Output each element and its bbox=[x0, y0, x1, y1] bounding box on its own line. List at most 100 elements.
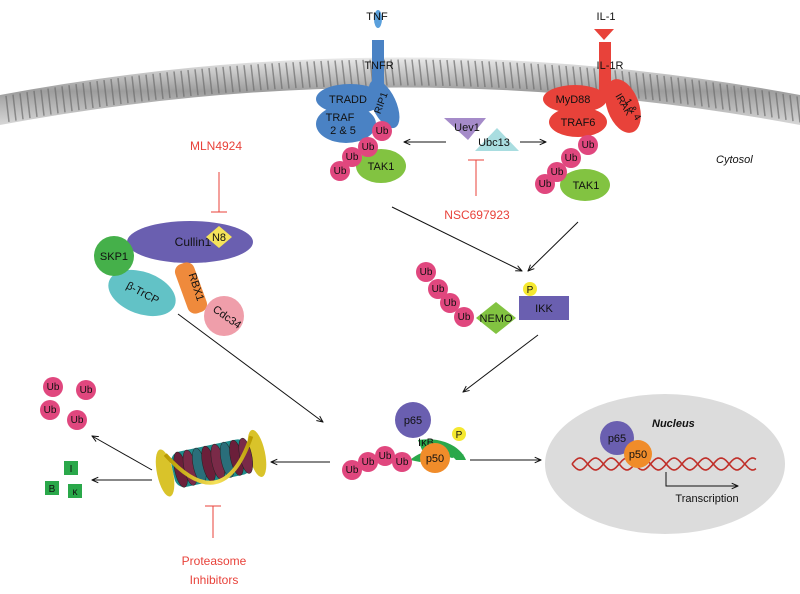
ubiquitin: Ub bbox=[375, 446, 395, 466]
ubiquitin: Ub bbox=[428, 279, 448, 299]
traf6 bbox=[549, 107, 607, 137]
arrow-il1-to-ikk bbox=[528, 221, 579, 271]
il1-label: IL-1 bbox=[597, 11, 616, 23]
btrcp bbox=[108, 269, 176, 317]
transcription-label: Transcription bbox=[675, 493, 738, 505]
ubiquitin: Ub bbox=[342, 147, 362, 167]
traf-label-2: 2 & 5 bbox=[330, 125, 356, 137]
tradd bbox=[316, 84, 384, 114]
dna-helix bbox=[571, 457, 757, 471]
ikb-phosphate bbox=[452, 427, 466, 441]
ubiquitin: Ub bbox=[561, 148, 581, 168]
p65-nucleus bbox=[600, 421, 634, 455]
ubiquitin: Ub bbox=[535, 174, 555, 194]
proteasome-inhibition bbox=[205, 505, 221, 538]
traf-2-5 bbox=[316, 105, 376, 143]
ubiquitin-circle bbox=[578, 135, 598, 155]
ubiquitin-circle bbox=[428, 279, 448, 299]
arrow-tnf-to-ikk bbox=[391, 206, 522, 271]
ubiquitin-circle bbox=[392, 452, 412, 472]
tnf-label: TNF bbox=[366, 11, 388, 23]
ubiquitin-label: Ub bbox=[420, 267, 433, 278]
ubiquitin-circle bbox=[76, 380, 96, 400]
ubiquitin: Ub bbox=[330, 161, 350, 181]
ubiquitin: Ub bbox=[358, 137, 378, 157]
ubiquitin-circle bbox=[358, 137, 378, 157]
ubiquitin-circle bbox=[67, 410, 87, 430]
transcription-arrow bbox=[665, 472, 738, 486]
fragment-b: B bbox=[49, 484, 56, 495]
ubiquitin-label: Ub bbox=[432, 284, 445, 295]
ubiquitin-label: Ub bbox=[44, 405, 57, 416]
p65-nucleus-label: p65 bbox=[608, 433, 626, 445]
ubiquitin-circle bbox=[358, 452, 378, 472]
p50-cytosol-label: p50 bbox=[426, 453, 444, 465]
ubiquitin: Ub bbox=[358, 452, 378, 472]
ikk-phosphate bbox=[523, 282, 537, 296]
ubiquitin-label: Ub bbox=[47, 382, 60, 393]
ubiquitin-circle bbox=[43, 377, 63, 397]
irak bbox=[605, 79, 641, 133]
mln4924-inhibition bbox=[211, 172, 227, 213]
ubiquitin-circle bbox=[342, 147, 362, 167]
myd88-label: MyD88 bbox=[556, 94, 591, 106]
proteasome bbox=[155, 429, 267, 497]
p50-cytosol bbox=[420, 443, 450, 473]
tnf-signaling-complex: TRADD RIP1 TRAF 2 & 5 TAK1 bbox=[316, 79, 406, 183]
ubiquitin: Ub bbox=[392, 452, 412, 472]
ubiquitin-label: Ub bbox=[346, 152, 359, 163]
ubiquitin-label: Ub bbox=[346, 465, 359, 476]
nsc697923-inhibition bbox=[468, 159, 484, 196]
ubiquitin-circle bbox=[342, 460, 362, 480]
ubiquitin-circle bbox=[416, 262, 436, 282]
tnfr-label: TNFR bbox=[364, 60, 393, 72]
tak1-il1-label: TAK1 bbox=[573, 180, 600, 192]
p50-nucleus bbox=[624, 440, 652, 468]
arrow-proteasome-to-ub bbox=[92, 436, 153, 471]
nucleus-label: Nucleus bbox=[652, 418, 695, 430]
ubiquitin-circle bbox=[440, 293, 460, 313]
ikk bbox=[519, 296, 569, 320]
ikb-phosphate-label: P bbox=[456, 430, 463, 441]
ubiquitin-label: Ub bbox=[80, 385, 93, 396]
rbx1 bbox=[174, 262, 208, 314]
ikk-complex: NEMO IKK P bbox=[476, 282, 569, 334]
ubiquitin-label: Ub bbox=[444, 298, 457, 309]
fragment-kappa: κ bbox=[73, 487, 79, 498]
nucleus: Nucleus p65 p50 Transcription bbox=[545, 394, 785, 534]
traf6-label: TRAF6 bbox=[561, 117, 596, 129]
ubiquitin-label: Ub bbox=[551, 167, 564, 178]
ubiquitin-circle bbox=[535, 174, 555, 194]
uev1-ubc13-complex: Uev1 Ubc13 bbox=[444, 118, 519, 151]
ubiquitin: Ub bbox=[40, 400, 60, 420]
ubiquitin-label: Ub bbox=[565, 153, 578, 164]
ubiquitin: Ub bbox=[440, 293, 460, 313]
fragment-i: I bbox=[70, 464, 73, 475]
ubiquitin-label: Ub bbox=[539, 179, 552, 190]
proteasome-inhibitors-label-1: Proteasome bbox=[182, 554, 247, 568]
ubiquitin: Ub bbox=[67, 410, 87, 430]
il1r-label: IL-1R bbox=[597, 60, 624, 72]
tak1-tnf bbox=[356, 149, 406, 183]
ubiquitin-circle bbox=[561, 148, 581, 168]
scf-ubiquitin-ligase: β-TrCP Cullin1 SKP1 RBX1 Cdc34 N8 bbox=[94, 221, 253, 336]
nemo bbox=[476, 302, 516, 334]
ikk-phosphate-label: P bbox=[527, 285, 534, 296]
n8-label: N8 bbox=[212, 232, 226, 244]
ubiquitin: Ub bbox=[372, 121, 392, 141]
tak1-tnf-label: TAK1 bbox=[368, 161, 395, 173]
p65-cytosol-label: p65 bbox=[404, 415, 422, 427]
nfkb-ikb-complex: p65 IκB p50 P bbox=[395, 402, 466, 473]
ubiquitin-label: Ub bbox=[362, 142, 375, 153]
arrow-ikk-to-ikb bbox=[463, 334, 539, 392]
nemo-label: NEMO bbox=[480, 313, 513, 325]
uev1-label: Uev1 bbox=[454, 122, 480, 134]
tak1-il1 bbox=[560, 169, 610, 201]
ubiquitin: Ub bbox=[43, 377, 63, 397]
skp1 bbox=[94, 236, 134, 276]
ubiquitin-circle bbox=[40, 400, 60, 420]
cytosol-label: Cytosol bbox=[716, 154, 753, 166]
ubiquitin-label: Ub bbox=[334, 166, 347, 177]
rip1 bbox=[368, 79, 400, 129]
